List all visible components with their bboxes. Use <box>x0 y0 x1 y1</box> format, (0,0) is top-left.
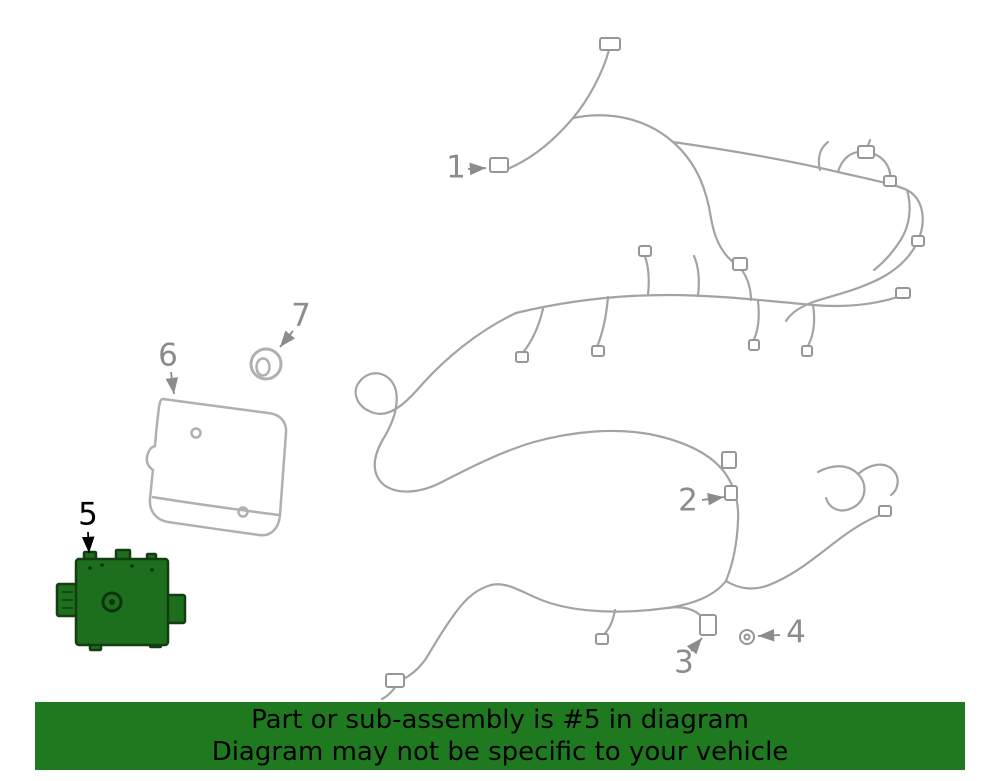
callout-label-6: 6 <box>158 337 178 374</box>
callout-label-7: 7 <box>291 297 311 334</box>
arrow-2 <box>701 492 725 506</box>
highlight-banner: Part or sub-assembly is #5 in diagram Di… <box>35 702 965 770</box>
arrow-4 <box>757 628 781 642</box>
arrow-7 <box>279 330 296 348</box>
banner-line-2: Diagram may not be specific to your vehi… <box>211 737 789 767</box>
callout-label-1: 1 <box>446 149 466 186</box>
callout-label-2: 2 <box>678 482 698 519</box>
wiring-harness <box>354 48 924 701</box>
part-5-module <box>55 548 187 652</box>
callout-label-4: 4 <box>786 614 806 651</box>
arrow-1 <box>467 162 487 176</box>
module-right-connector <box>165 593 187 625</box>
part-2-connector <box>721 451 737 469</box>
arrow-5 <box>81 531 95 554</box>
callout-label-3: 3 <box>674 644 694 681</box>
banner-line-1: Part or sub-assembly is #5 in diagram <box>251 705 749 735</box>
part-7-grommet <box>249 347 283 381</box>
harness-connectors <box>385 37 925 688</box>
arrow-3 <box>686 637 703 655</box>
part-1-connector <box>489 157 509 173</box>
callout-arrows <box>81 162 781 655</box>
arrow-6 <box>165 371 179 395</box>
part-6-bracket <box>145 397 288 537</box>
callout-label-5: 5 <box>78 496 98 533</box>
module-center-screw <box>101 591 123 613</box>
part-3-clip <box>699 614 717 636</box>
